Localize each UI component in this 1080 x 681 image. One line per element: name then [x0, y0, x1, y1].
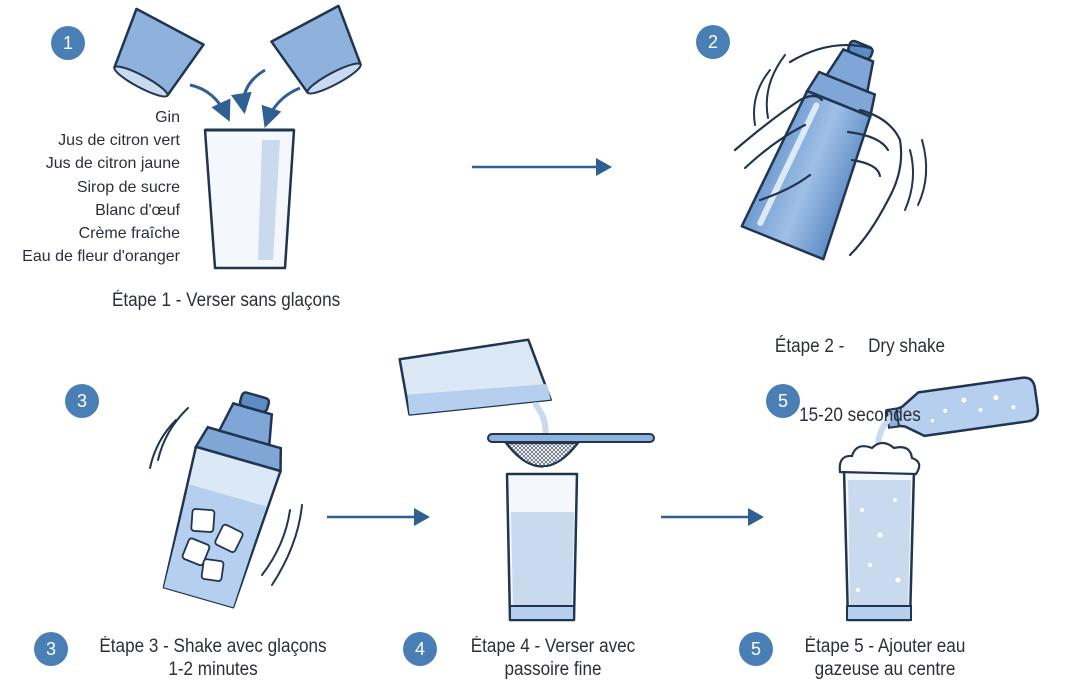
ingredient-list: Gin Jus de citron vert Jus de citron jau…: [10, 106, 180, 268]
step5-label: Étape 5 - Ajouter eau gazeuse au centre: [782, 635, 989, 681]
ingredient-item: Eau de fleur d'oranger: [22, 248, 180, 266]
step-badge-3: 3: [65, 384, 99, 418]
step5-label-line1: Étape 5 - Ajouter eau: [804, 636, 966, 657]
ingredient-item: Crème fraîche: [78, 225, 180, 243]
shaker-tin-icon: [203, 128, 296, 270]
caption-badge-4: 4: [403, 632, 437, 666]
flow-arrow-4-5: [661, 508, 764, 526]
left-measuring-cup-icon: [113, 7, 205, 98]
step5-label-line2: gazeuse au centre: [814, 659, 956, 680]
step3-label-line1: Étape 3 - Shake avec glaçons: [99, 636, 327, 657]
caption-badge-3: 3: [34, 632, 68, 666]
motion-lines-icon: [149, 407, 303, 586]
step4-label-line1: Étape 4 - Verser avec: [470, 636, 636, 657]
ingredient-item: Jus de citron jaune: [45, 155, 180, 173]
motion-lines-icon: [753, 54, 928, 211]
pour-arrow-icon: [230, 68, 266, 115]
step3-illustration: [149, 391, 303, 609]
fine-strainer-icon: [487, 433, 655, 468]
step2-label-line2: 15-20 secondes: [799, 405, 921, 426]
step2-illustration: [733, 39, 928, 261]
step2-label: Étape 2 - Dry shake 15-20 secondes: [752, 289, 968, 450]
pour-arrow-icon: [261, 86, 301, 128]
step1-label: Étape 1 - Verser sans glaçons: [112, 290, 341, 311]
step4-illustration: [398, 338, 655, 622]
step-badge-2: 2: [696, 25, 730, 59]
step3-label: Étape 3 - Shake avec glaçons 1-2 minutes: [83, 635, 344, 681]
pouring-tin-icon: [398, 338, 552, 416]
shaker-with-ice-icon: [162, 391, 283, 609]
caption-badge-5: 5: [739, 632, 773, 666]
step-badge-1: 1: [51, 26, 85, 60]
step1-illustration: [113, 4, 362, 270]
foam-icon: [838, 441, 921, 476]
step5-illustration: [838, 376, 1040, 622]
shaker-icon: [740, 39, 877, 261]
step4-label: Étape 4 - Verser avec passoire fine: [450, 635, 657, 681]
right-measuring-cup-icon: [270, 4, 362, 95]
fizz-glass-icon: [838, 441, 921, 622]
step-badge-5: 5: [766, 384, 800, 418]
ingredient-item: Jus de citron vert: [58, 132, 180, 150]
ingredient-item: Blanc d'œuf: [95, 201, 180, 219]
ingredient-item: Sirop de sucre: [76, 178, 180, 196]
step2-label-line1: Étape 2 - Dry shake: [774, 336, 946, 357]
flow-arrow-3-4: [327, 508, 430, 526]
flow-arrow-1-2: [472, 158, 612, 176]
ingredient-item: Gin: [155, 109, 180, 126]
highball-glass-icon: [505, 472, 579, 622]
pour-arrow-icon: [189, 83, 231, 122]
step4-label-line2: passoire fine: [504, 659, 602, 680]
ice-cubes-icon: [181, 508, 244, 582]
hands-icon: [733, 43, 903, 257]
step3-label-line2: 1-2 minutes: [168, 659, 258, 680]
